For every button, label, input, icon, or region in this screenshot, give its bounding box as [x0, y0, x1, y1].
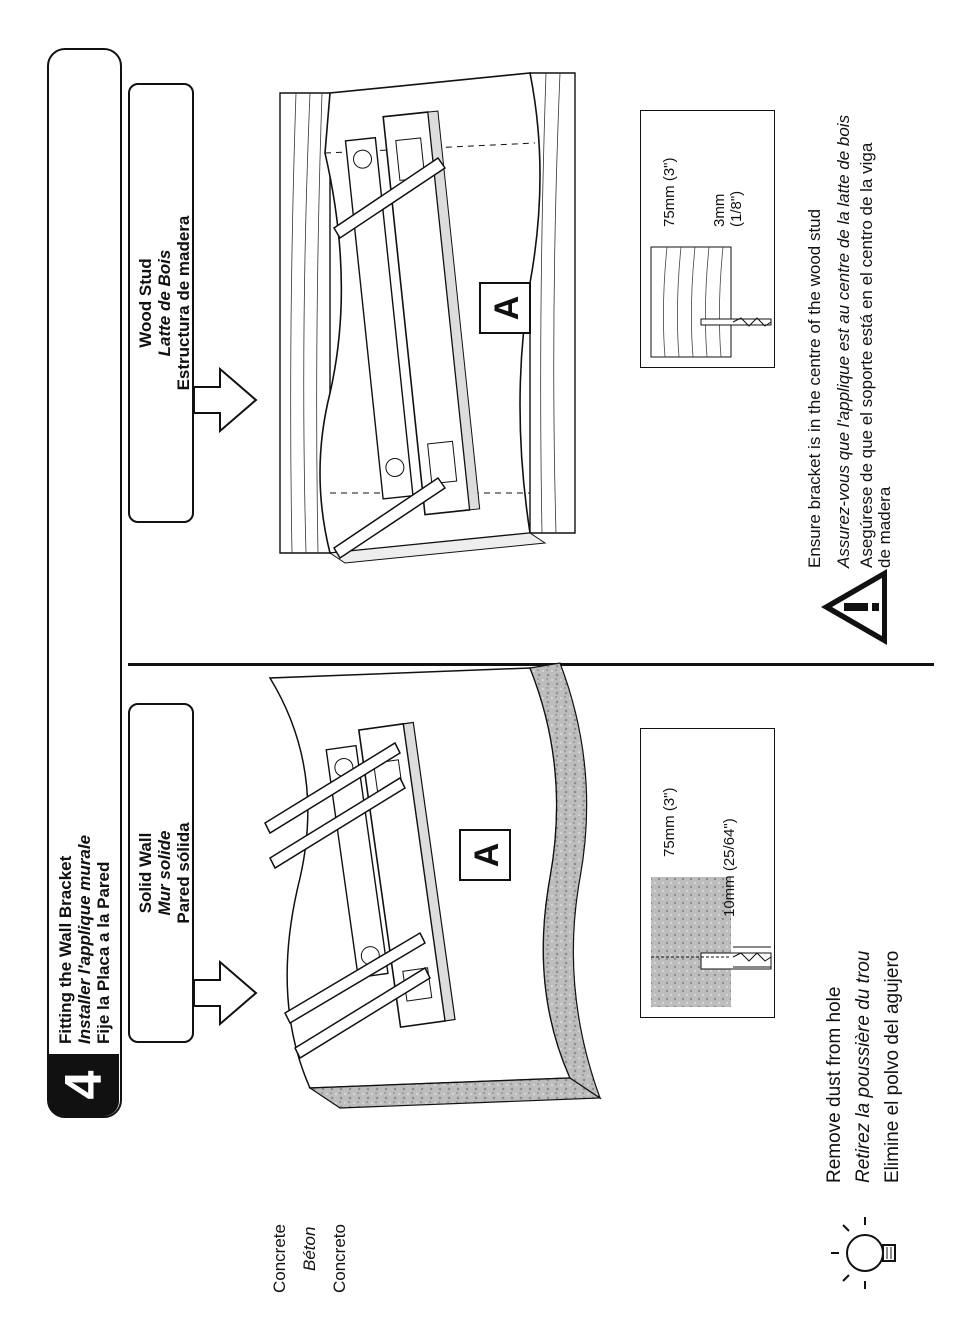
wood-stud-drill-detail: 75mm (3") 3mm (1/8") — [640, 110, 775, 368]
solid-wall-drill-depth: 75mm (3") — [661, 787, 678, 858]
wood-stud-arrow-icon — [193, 366, 258, 434]
tip-fr: Retirez la poussière du trou — [853, 950, 874, 1183]
concrete-label-es: Concreto — [330, 1224, 349, 1293]
solid-wall-bracket-label: A — [468, 843, 506, 868]
wood-stud-drill-diameter-in: (1/8") — [728, 190, 745, 227]
tip-en: Remove dust from hole — [824, 986, 845, 1183]
step-title: Fitting the Wall Bracket Installer l'app… — [56, 835, 113, 1044]
warning-fr: Assurez-vous que l'applique est au centr… — [834, 114, 853, 568]
wood-stud-label-es: Estructura de madera — [174, 215, 193, 391]
solid-wall-drill-diameter: 10mm (25/64") — [721, 818, 738, 917]
solid-wall-label-fr: Mur solide — [155, 830, 174, 916]
wood-stud-drill-depth: 75mm (3") — [661, 157, 678, 228]
step-title-en: Fitting the Wall Bracket — [56, 855, 75, 1044]
wood-stud-header: Wood Stud Latte de Bois Estructura de ma… — [128, 83, 194, 523]
step-header: 4 Fitting the Wall Bracket Installer l'a… — [47, 48, 122, 1118]
solid-wall-drill-detail: 75mm (3") 10mm (25/64") — [640, 728, 775, 1018]
lightbulb-icon — [831, 1217, 896, 1289]
wood-stud-label-en: Wood Stud — [136, 258, 155, 348]
wood-stud-drill-diameter-mm: 3mm — [711, 193, 728, 227]
solid-wall-tip: Remove dust from hole Retirez la poussiè… — [820, 951, 907, 1183]
warning-es-line1: Asegúrese de que el soporte está en el c… — [857, 142, 876, 568]
wood-stud-label-fr: Latte de Bois — [155, 249, 174, 357]
solid-wall-header: Solid Wall Mur solide Pared sólida — [128, 703, 194, 1043]
solid-wall-label-es: Pared sólida — [174, 822, 193, 924]
concrete-callout: Concrete Béton Concreto — [265, 1224, 355, 1293]
wood-stud-bracket-label: A — [488, 296, 526, 321]
tip-es: Elimine el polvo del agujero — [882, 950, 903, 1183]
step-title-es: Fije la Placa a la Pared — [94, 861, 113, 1044]
solid-wall-arrow-icon — [193, 959, 258, 1027]
wood-stud-drill-diameter: 3mm (1/8") — [711, 191, 745, 227]
concrete-label-fr: Béton — [300, 1226, 319, 1271]
wood-stud-illustration: A — [279, 72, 576, 564]
concrete-label-en: Concrete — [270, 1224, 289, 1293]
warning-triangle-icon — [821, 569, 887, 645]
warning-es-line2: de madera — [875, 486, 894, 568]
warning-en: Ensure bracket is in the centre of the w… — [805, 208, 824, 568]
solid-wall-illustration: A — [264, 662, 602, 1109]
wood-stud-warning: Ensure bracket is in the centre of the w… — [800, 115, 894, 568]
step-number-badge: 4 — [49, 1054, 119, 1116]
step-title-fr: Installer l'applique murale — [75, 834, 94, 1044]
solid-wall-label-en: Solid Wall — [136, 832, 155, 914]
